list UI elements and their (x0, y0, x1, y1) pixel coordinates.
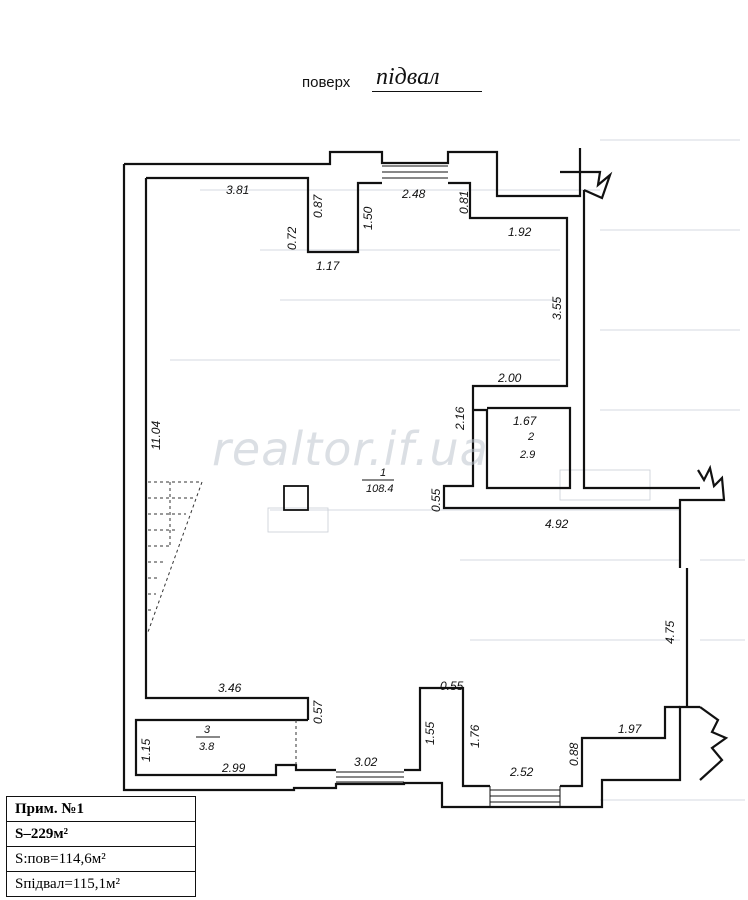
dim-3-81: 3.81 (226, 183, 249, 197)
info-floor-area: S:пов=114,6м² (7, 847, 195, 872)
dim-0-87: 0.87 (311, 193, 325, 218)
dim-2-00: 2.00 (497, 371, 522, 385)
window-bottom-right (489, 786, 561, 807)
floor-value: підвал (372, 64, 482, 92)
dim-1-67: 1.67 (513, 414, 538, 428)
watermark: realtor.if.ua (212, 422, 489, 476)
dim-3-02: 3.02 (354, 755, 378, 769)
stairs (147, 481, 203, 633)
room-2-area: 2.9 (519, 449, 535, 461)
dim-1-15: 1.15 (139, 738, 153, 762)
outer-wall (122, 148, 700, 809)
dim-1-50: 1.50 (361, 206, 375, 230)
break-mark-bot (699, 706, 729, 781)
room-1-area: 108.4 (366, 483, 394, 495)
window-bottom-left (336, 771, 404, 783)
dim-3-55: 3.55 (550, 296, 564, 320)
break-mark-mid (697, 464, 726, 502)
room-2-number: 2 (527, 431, 534, 443)
dim-0-88: 0.88 (567, 742, 581, 766)
dim-11-04: 11.04 (149, 421, 163, 450)
inner-wall (134, 176, 680, 788)
background-lines (170, 139, 745, 801)
dim-0-57: 0.57 (311, 699, 325, 724)
dim-0-55-mid: 0.55 (429, 488, 443, 512)
dim-0-72: 0.72 (285, 226, 299, 250)
dim-2-99: 2.99 (221, 761, 246, 775)
dim-3-46: 3.46 (218, 681, 242, 695)
floor-label: поверх (302, 74, 351, 91)
dim-0-81: 0.81 (457, 191, 471, 214)
dim-4-92: 4.92 (545, 517, 569, 531)
dim-1-76: 1.76 (468, 724, 482, 748)
dim-1-55: 1.55 (423, 721, 437, 745)
dim-4-75: 4.75 (663, 620, 677, 644)
dim-1-97: 1.97 (618, 722, 643, 736)
room-3-number: 3 (204, 724, 211, 736)
dim-0-55-bottom: 0.55 (440, 679, 464, 693)
break-mark-top (560, 170, 613, 200)
room-3-area: 3.8 (199, 741, 215, 753)
info-total-area: S–229м² (7, 822, 195, 847)
room-1-number: 1 (380, 467, 386, 479)
column (283, 485, 309, 511)
dim-1-17: 1.17 (316, 259, 341, 273)
info-box: Прим. №1 S–229м² S:пов=114,6м² Sпідвал=1… (6, 796, 196, 897)
dim-2-52: 2.52 (509, 765, 534, 779)
window-top (382, 165, 448, 179)
dim-1-92: 1.92 (508, 225, 532, 239)
dim-2-16: 2.16 (453, 406, 467, 431)
dim-2-48: 2.48 (401, 187, 426, 201)
info-title: Прим. №1 (7, 797, 195, 822)
info-basement-area: Sпідвал=115,1м² (15, 876, 120, 892)
